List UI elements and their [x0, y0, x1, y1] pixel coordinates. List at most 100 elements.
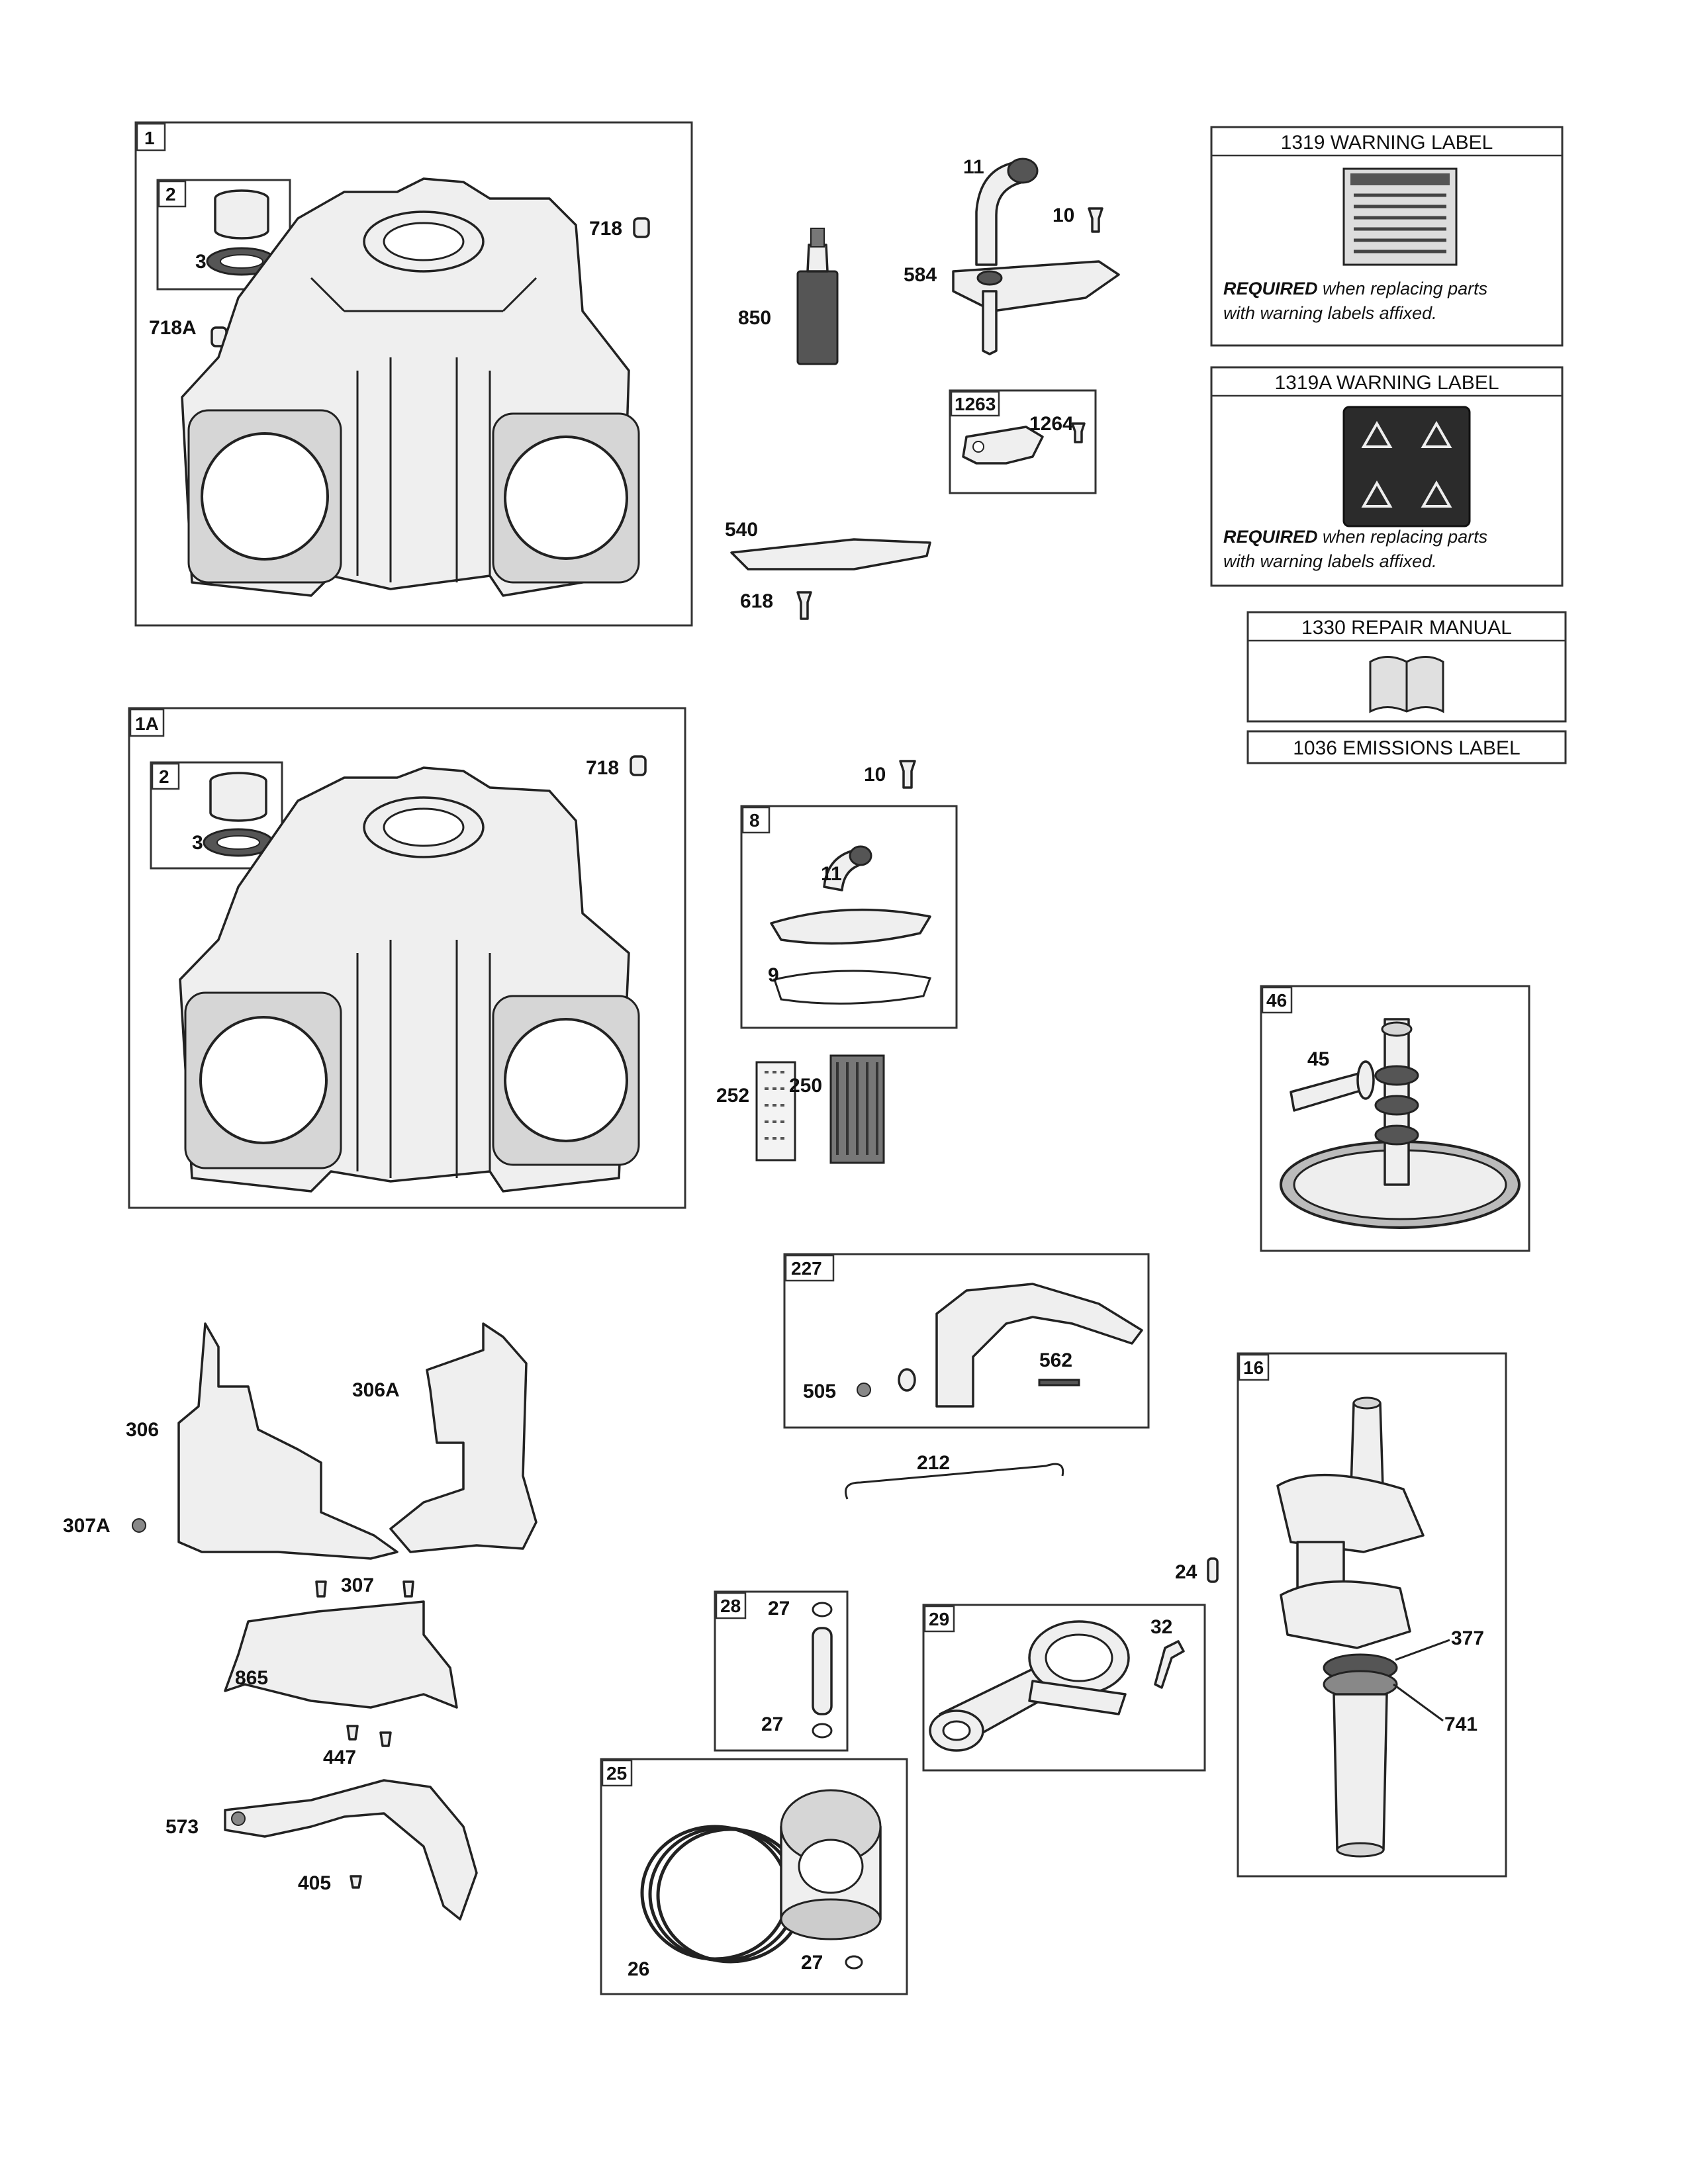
callout-32: 32 [1150, 1616, 1172, 1638]
book-icon [1369, 656, 1444, 713]
callout-252: 252 [716, 1085, 749, 1107]
group-25-piston[interactable]: 25 [600, 1758, 908, 1995]
callout-45: 45 [1307, 1048, 1329, 1070]
warning-label-1319-title: 1319 WARNING LABEL [1281, 132, 1493, 154]
group-1-cylinder-block[interactable]: 1 2 3 718 718A [134, 121, 693, 627]
group-29-connecting-rod[interactable]: 29 [922, 1604, 1206, 1772]
screw-10-part [1088, 207, 1103, 233]
group-28-piston-pin[interactable]: 28 [714, 1590, 849, 1752]
callout-377: 377 [1451, 1627, 1484, 1649]
callout-718A: 718A [149, 317, 197, 339]
callout-718-b: 718 [586, 757, 619, 779]
callout-9: 9 [768, 964, 779, 986]
screw-307-part-right [402, 1580, 414, 1598]
callout-405: 405 [298, 1872, 331, 1894]
warning-label-1319-note-1: REQUIRED when replacing parts [1223, 279, 1487, 298]
retainer-27-part-a [812, 1602, 833, 1617]
piston-pin-part [812, 1627, 833, 1715]
leader-741 [1393, 1683, 1444, 1722]
group-1A-tag: 1A [135, 713, 159, 734]
callout-3: 3 [195, 251, 207, 273]
group-1263-breather-kit[interactable]: 1263 [949, 389, 1097, 494]
sealant-tube-part [796, 228, 839, 365]
screw-447-part-a [346, 1725, 359, 1741]
warning-label-1319-note-2: with warning labels affixed. [1223, 303, 1437, 323]
group-16-crankshaft[interactable]: 16 [1237, 1352, 1507, 1878]
group-227-governor-bracket[interactable]: 227 [783, 1253, 1150, 1429]
screw-618-part [796, 591, 812, 620]
warning-label-1319A-title: 1319A WARNING LABEL [1274, 372, 1499, 394]
callout-584: 584 [904, 264, 937, 286]
group-16-tag: 16 [1243, 1357, 1264, 1378]
group-46-camshaft[interactable]: 46 [1260, 985, 1530, 1252]
callout-850: 850 [738, 307, 771, 329]
group-1263-tag: 1263 [955, 394, 996, 414]
callout-10: 10 [1053, 205, 1074, 226]
group-25-tag: 25 [606, 1763, 627, 1784]
screw-32-part [1154, 1640, 1185, 1689]
callout-741: 741 [1444, 1713, 1477, 1735]
callout-3-b: 3 [192, 832, 203, 854]
nut-307A-part [132, 1518, 146, 1533]
filter-250-part [829, 1054, 885, 1164]
group-1A-cylinder-block[interactable]: 1A 2 3 718 [128, 707, 686, 1209]
callout-307: 307 [341, 1574, 374, 1596]
screw-562-part [1038, 1379, 1080, 1387]
callout-250: 250 [789, 1075, 822, 1097]
callout-11: 11 [963, 156, 984, 178]
nut-505-part [857, 1383, 871, 1397]
emissions-label-title: 1036 EMISSIONS LABEL [1293, 737, 1521, 759]
cylinder-block-part-b [179, 766, 640, 1193]
callout-27-b: 27 [761, 1713, 783, 1735]
cylinder-block-part [181, 177, 640, 597]
callout-573: 573 [165, 1816, 199, 1838]
group-8-breather-assembly[interactable]: 8 [740, 805, 958, 1029]
callout-718: 718 [589, 218, 622, 240]
air-guide-573-part [224, 1779, 478, 1921]
baffle-865-part [224, 1600, 458, 1709]
callout-27-c: 27 [801, 1952, 823, 1974]
cylinder-sleeve-part [206, 189, 277, 276]
gasket-9-part [773, 970, 932, 1005]
dowel-24-part [1207, 1557, 1219, 1583]
callout-1264: 1264 [1029, 413, 1074, 435]
callout-540: 540 [725, 519, 758, 541]
piston-part [780, 1789, 882, 1940]
breather-cover-part [952, 260, 1120, 355]
warning-label-1319A[interactable]: 1319A WARNING LABEL REQUIRED when replac… [1210, 366, 1564, 587]
group-1-tag: 1 [144, 128, 155, 148]
air-guide-306A-part [389, 1322, 538, 1553]
screw-307-part-left [315, 1580, 327, 1598]
camshaft-part [1280, 1018, 1521, 1229]
connecting-rod-part [929, 1620, 1130, 1752]
retainer-27-part-c [845, 1955, 863, 1970]
repair-manual-1330[interactable]: 1330 REPAIR MANUAL [1246, 611, 1567, 723]
piston-rings-part [640, 1825, 806, 1964]
crankshaft-part [1276, 1396, 1425, 1858]
group-2-tag-b: 2 [159, 766, 169, 787]
callout-24: 24 [1175, 1561, 1197, 1583]
group-8-tag: 8 [749, 810, 760, 831]
governor-bracket-part [935, 1283, 1143, 1408]
pin-45-part [1289, 1060, 1375, 1112]
callout-447: 447 [323, 1747, 356, 1768]
callout-306A: 306A [352, 1379, 400, 1401]
governor-link-212-part [845, 1463, 1064, 1500]
group-2-tag: 2 [165, 184, 176, 205]
emissions-label-1036[interactable]: 1036 EMISSIONS LABEL [1246, 730, 1567, 764]
retainer-27-part-b [812, 1723, 833, 1739]
callout-618: 618 [740, 590, 773, 612]
group-46-tag: 46 [1266, 990, 1287, 1011]
breather-plate-part [962, 426, 1044, 465]
screw-405-part [350, 1875, 362, 1889]
callout-26: 26 [628, 1958, 649, 1980]
cylinder-sleeve-part-b [203, 772, 274, 857]
repair-manual-title: 1330 REPAIR MANUAL [1301, 617, 1512, 639]
group-29-tag: 29 [929, 1609, 949, 1629]
callout-865: 865 [235, 1667, 268, 1689]
callout-505: 505 [803, 1381, 836, 1402]
warning-label-1319A-note-2: with warning labels affixed. [1223, 551, 1437, 571]
callout-307A: 307A [63, 1515, 111, 1537]
warning-label-1319[interactable]: 1319 WARNING LABEL REQUIRED when replaci… [1210, 126, 1564, 347]
screw-10-part-b [899, 760, 916, 789]
